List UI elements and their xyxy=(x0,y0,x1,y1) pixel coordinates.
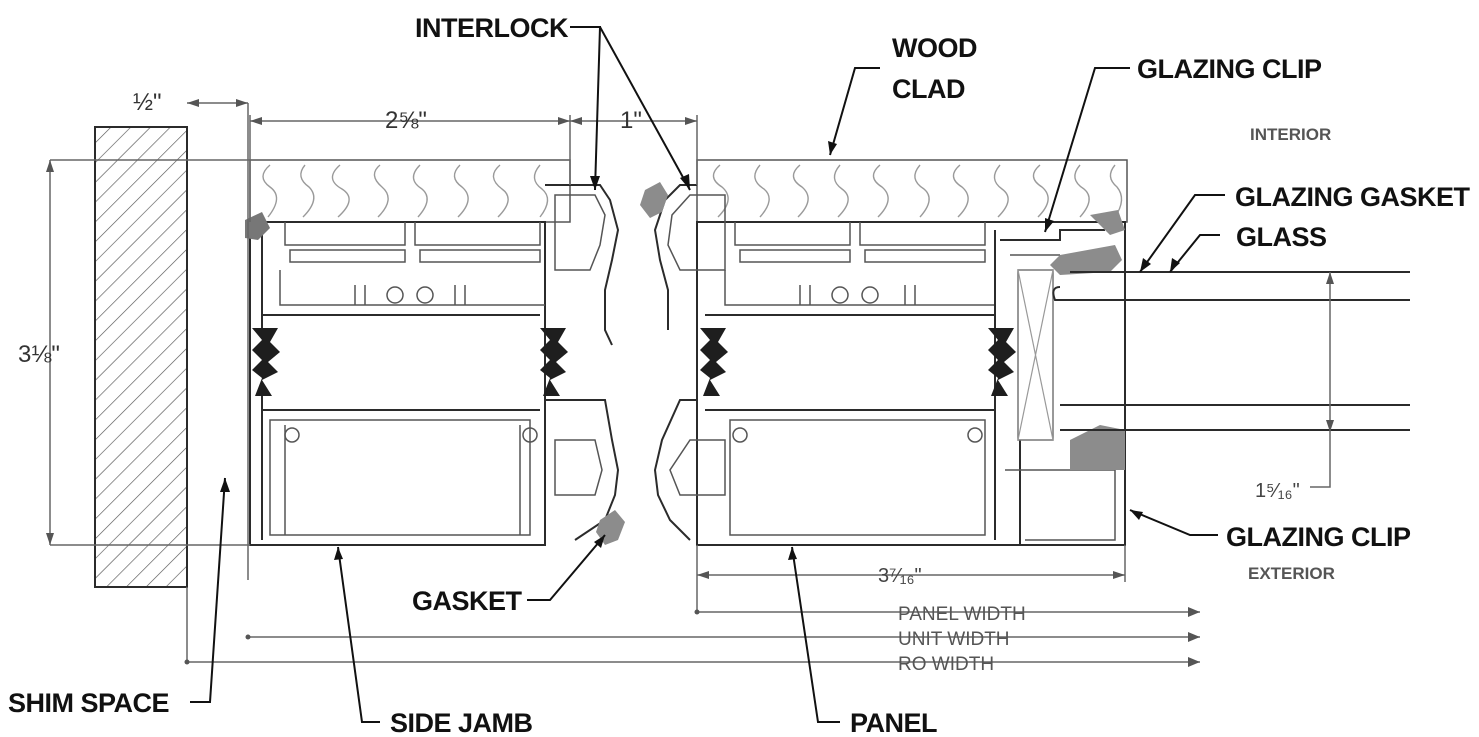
dim-half-inch: ½" xyxy=(133,89,162,116)
wood-clad xyxy=(249,159,1128,223)
label-side-jamb: SIDE JAMB xyxy=(390,708,533,737)
label-gasket: GASKET xyxy=(412,586,523,616)
label-glazing-gasket: GLAZING GASKET xyxy=(1235,182,1471,212)
leader-lines xyxy=(190,26,1225,723)
dim-unit-width: UNIT WIDTH xyxy=(898,629,1010,650)
label-wood-clad-line2: CLAD xyxy=(892,74,965,104)
label-glazing-clip-bottom: GLAZING CLIP xyxy=(1226,522,1411,552)
dim-two-five-eighths: 2⅝" xyxy=(385,107,427,134)
side-jamb-profile xyxy=(249,184,620,546)
left-thermal-gaskets xyxy=(252,328,568,396)
label-interlock: INTERLOCK xyxy=(415,13,569,43)
label-glass: GLASS xyxy=(1236,222,1327,252)
right-thermal-gaskets xyxy=(700,328,1016,396)
rough-opening-wall xyxy=(94,126,188,588)
label-interior: INTERIOR xyxy=(1250,125,1331,144)
dim-panel-width: PANEL WIDTH xyxy=(898,604,1026,625)
dimension-lines xyxy=(46,99,1334,667)
label-wood-clad-line1: WOOD xyxy=(892,33,977,63)
dim-one-five-sixteenths: 1⁵⁄₁₆" xyxy=(1255,480,1300,502)
label-exterior: EXTERIOR xyxy=(1248,564,1335,583)
label-panel: PANEL xyxy=(850,708,937,737)
label-glazing-clip-top: GLAZING CLIP xyxy=(1137,54,1322,84)
setting-block xyxy=(1017,269,1054,441)
dim-three-one-eighth: 3⅛" xyxy=(18,341,60,368)
panel-profile xyxy=(653,184,1126,546)
dim-one-inch: 1" xyxy=(620,107,642,134)
grey-gaskets xyxy=(245,182,1125,545)
glass xyxy=(1052,271,1410,431)
dim-ro-width: RO WIDTH xyxy=(898,654,994,675)
label-shim-space: SHIM SPACE xyxy=(8,688,169,718)
dim-three-seven-sixteenths: 3⁷⁄₁₆" xyxy=(878,565,922,587)
